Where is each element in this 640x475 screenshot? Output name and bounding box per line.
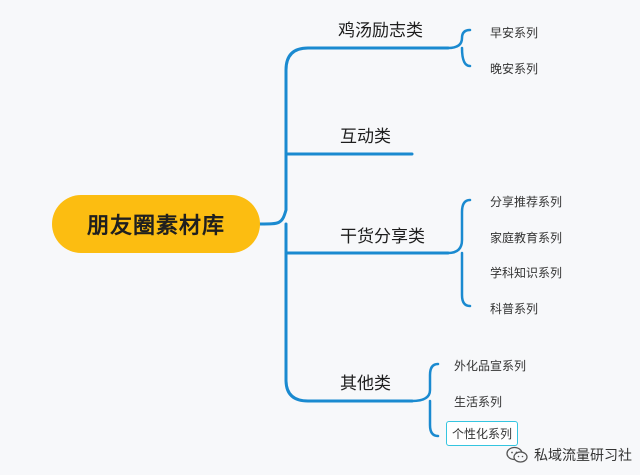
main-bracket xyxy=(258,46,322,226)
watermark: 私域流量研习社 xyxy=(506,445,632,465)
sub-bracket-4 xyxy=(410,362,440,438)
main-bracket-bottom xyxy=(284,236,322,403)
category-knowledge[interactable]: 干货分享类 xyxy=(340,227,425,247)
sub-bracket-1 xyxy=(446,28,472,68)
watermark-text: 私域流量研习社 xyxy=(534,448,632,464)
category-interaction[interactable]: 互动类 xyxy=(340,127,391,147)
leaf-brand[interactable]: 外化品宣系列 xyxy=(454,359,527,373)
leaf-life[interactable]: 生活系列 xyxy=(454,395,503,409)
category-motivation[interactable]: 鸡汤励志类 xyxy=(338,21,423,41)
leaf-personalized[interactable]: 个性化系列 xyxy=(446,421,519,446)
wechat-icon xyxy=(506,446,528,463)
leaf-recommend[interactable]: 分享推荐系列 xyxy=(490,195,563,209)
leaf-morning[interactable]: 早安系列 xyxy=(490,26,539,40)
category-other[interactable]: 其他类 xyxy=(340,374,391,394)
sub-bracket-3 xyxy=(446,198,472,308)
root-node[interactable]: 朋友圈素材库 xyxy=(52,195,260,253)
leaf-family-education[interactable]: 家庭教育系列 xyxy=(490,231,563,245)
leaf-science[interactable]: 科普系列 xyxy=(490,302,539,316)
leaf-night[interactable]: 晚安系列 xyxy=(490,62,539,76)
leaf-subject-knowledge[interactable]: 学科知识系列 xyxy=(490,266,563,280)
